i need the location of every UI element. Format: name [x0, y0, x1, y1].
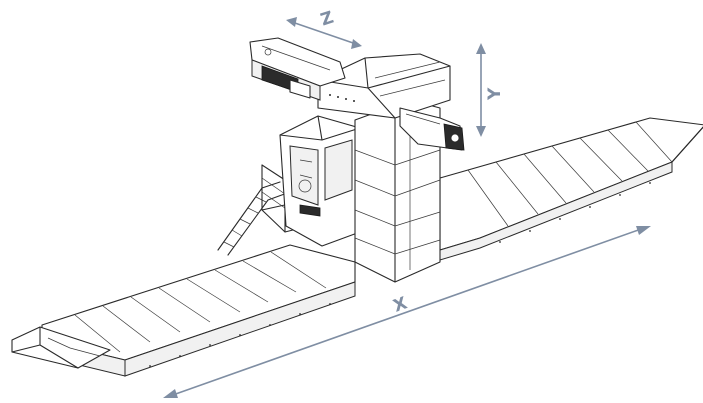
track-end-frame — [11, 326, 111, 369]
machine-head — [317, 53, 451, 119]
y-axis-spindle — [399, 107, 465, 151]
track-bed-rear — [439, 117, 703, 261]
z-axis-label: Z — [318, 8, 336, 31]
z-axis-indicator: Z — [286, 8, 362, 49]
z-axis-beam — [249, 37, 346, 101]
y-axis-indicator: Y — [476, 43, 505, 137]
x-axis-label: X — [391, 293, 410, 316]
y-axis-label: Y — [485, 87, 505, 101]
operator-cabin — [279, 115, 361, 247]
x-axis-indicator: X — [163, 226, 651, 398]
